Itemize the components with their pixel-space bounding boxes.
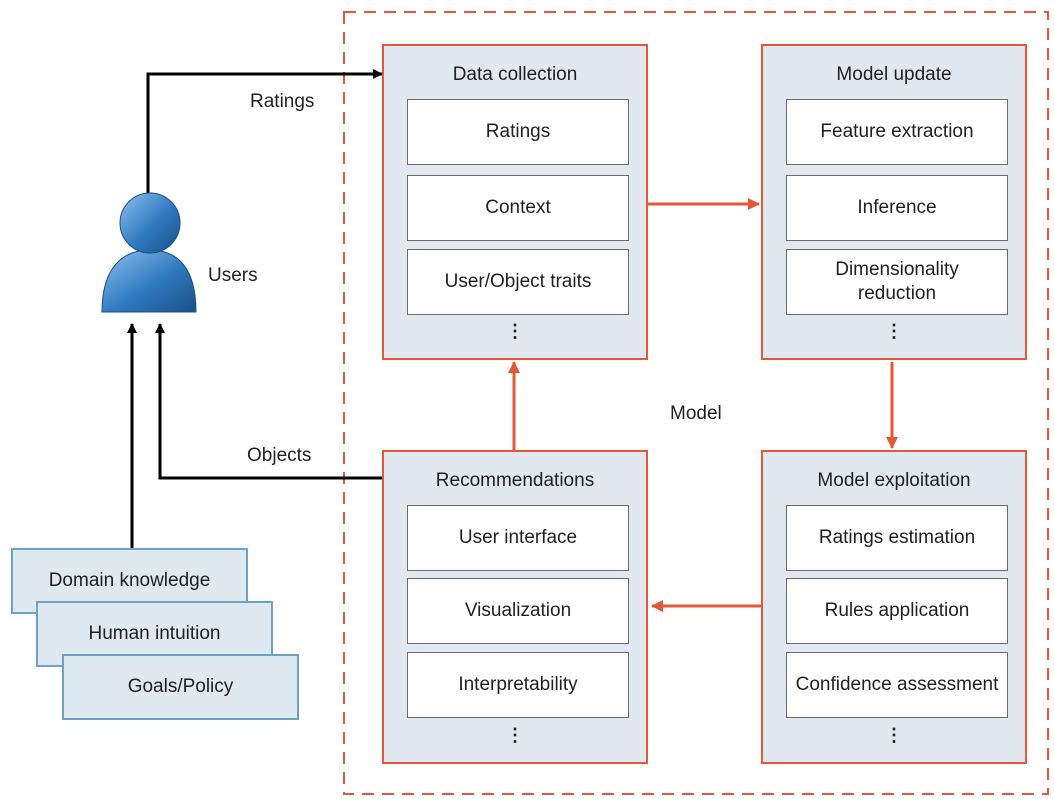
item-ratings: Ratings — [407, 99, 629, 165]
panel-title-model-update: Model update — [836, 64, 952, 85]
item-feature-extraction: Feature extraction — [786, 99, 1008, 165]
panel-title-data-collection: Data collection — [452, 64, 578, 85]
panel-title-recommendations: Recommendations — [435, 470, 595, 491]
label-objects-arrow: Objects — [247, 445, 312, 466]
item-user-object-traits: User/Object traits — [407, 249, 629, 315]
item-visualization: Visualization — [407, 578, 629, 644]
label-model: Model — [670, 403, 722, 424]
item-confidence-assessment: Confidence assessment — [786, 652, 1008, 718]
item-inference: Inference — [786, 175, 1008, 241]
item-interpretability: Interpretability — [407, 652, 629, 718]
item-rules-application: Rules application — [786, 578, 1008, 644]
users-icon — [101, 192, 197, 313]
item-ratings-estimation: Ratings estimation — [786, 505, 1008, 571]
more-items-ellipsis: ⋮ — [885, 725, 903, 745]
panel-model-exploitation: Model exploitation Ratings estimation Ru… — [761, 450, 1027, 764]
card-goals-policy: Goals/Policy — [62, 654, 299, 720]
panel-model-update: Model update Feature extraction Inferenc… — [761, 44, 1027, 360]
item-context: Context — [407, 175, 629, 241]
more-items-ellipsis: ⋮ — [885, 321, 903, 341]
item-user-interface: User interface — [407, 505, 629, 571]
panel-data-collection: Data collection Ratings Context User/Obj… — [382, 44, 648, 360]
item-dimensionality-reduction: Dimensionality reduction — [786, 249, 1008, 315]
label-ratings-arrow: Ratings — [250, 91, 315, 112]
label-users: Users — [208, 265, 258, 286]
more-items-ellipsis: ⋮ — [506, 321, 524, 341]
panel-recommendations: Recommendations User interface Visualiza… — [382, 450, 648, 764]
more-items-ellipsis: ⋮ — [506, 725, 524, 745]
panel-title-model-exploitation: Model exploitation — [817, 470, 971, 491]
